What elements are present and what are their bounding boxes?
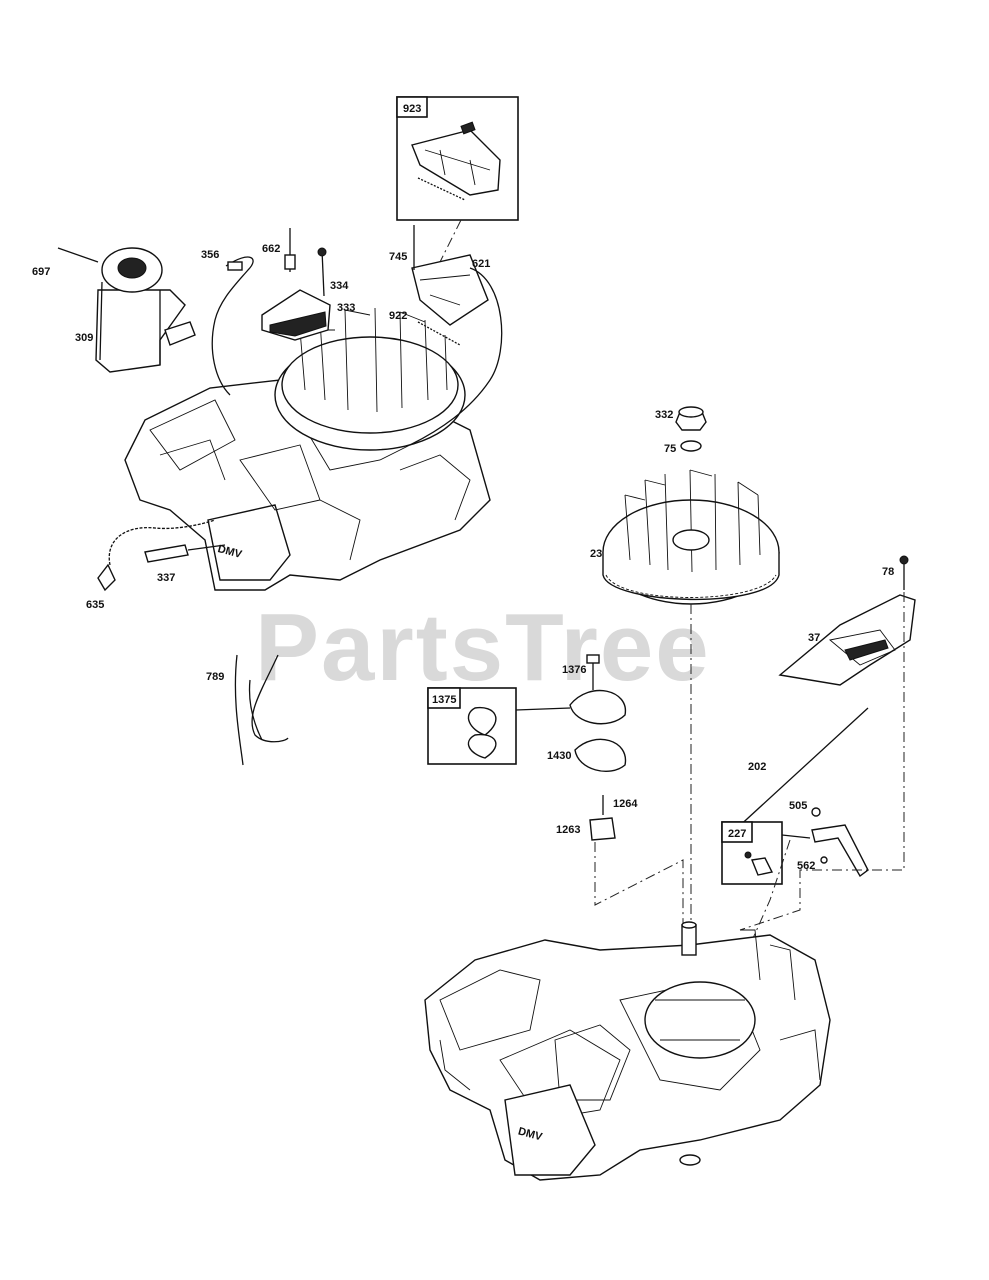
- callout-1376[interactable]: 1376: [562, 664, 586, 676]
- callout-23[interactable]: 23: [590, 548, 602, 560]
- kit-box-1375[interactable]: 1375: [427, 687, 517, 765]
- leader-923: [439, 219, 462, 263]
- callout-1263[interactable]: 1263: [556, 824, 580, 836]
- callout-202[interactable]: 202: [748, 761, 766, 773]
- callout-635[interactable]: 635: [86, 599, 104, 611]
- callout-356[interactable]: 356: [201, 249, 219, 261]
- engine-assembly-upper[interactable]: DMV: [57, 225, 503, 592]
- callout-309[interactable]: 309: [75, 332, 93, 344]
- callout-1430[interactable]: 1430: [547, 750, 571, 762]
- flywheel-assembly[interactable]: [602, 406, 780, 605]
- kit-box-923[interactable]: 923: [396, 96, 519, 221]
- callout-1264[interactable]: 1264: [613, 798, 638, 810]
- kit-box-227[interactable]: 227: [721, 821, 783, 885]
- gasket-set[interactable]: [569, 654, 627, 841]
- callout-662[interactable]: 662: [262, 243, 280, 255]
- callout-745[interactable]: 745: [389, 251, 407, 263]
- wire-harness-789[interactable]: [234, 654, 289, 766]
- callout-337[interactable]: 337: [157, 572, 175, 584]
- watermark: PartsTree: [255, 594, 711, 701]
- callout-621[interactable]: 621: [472, 258, 490, 270]
- leader-227: [781, 834, 811, 839]
- callout-923: 923: [403, 103, 421, 115]
- callout-334[interactable]: 334: [330, 280, 349, 292]
- assembly-guide-lines: [594, 592, 905, 950]
- callout-922[interactable]: 922: [389, 310, 407, 322]
- callout-75[interactable]: 75: [664, 443, 676, 455]
- callout-332[interactable]: 332: [655, 409, 673, 421]
- callout-697[interactable]: 697: [32, 266, 50, 278]
- callout-562[interactable]: 562: [797, 860, 815, 872]
- engine-block-lower[interactable]: DMV: [424, 921, 831, 1181]
- governor-lever[interactable]: [811, 807, 869, 878]
- callout-333[interactable]: 333: [337, 302, 355, 314]
- callout-1375: 1375: [432, 694, 456, 706]
- callout-227: 227: [728, 828, 746, 840]
- callout-37[interactable]: 37: [808, 632, 820, 644]
- air-vane-assembly[interactable]: [778, 555, 916, 686]
- callout-505[interactable]: 505: [789, 800, 807, 812]
- governor-link-202[interactable]: [734, 707, 869, 831]
- callout-789[interactable]: 789: [206, 671, 224, 683]
- leader-1375: [515, 707, 571, 711]
- callout-78[interactable]: 78: [882, 566, 894, 578]
